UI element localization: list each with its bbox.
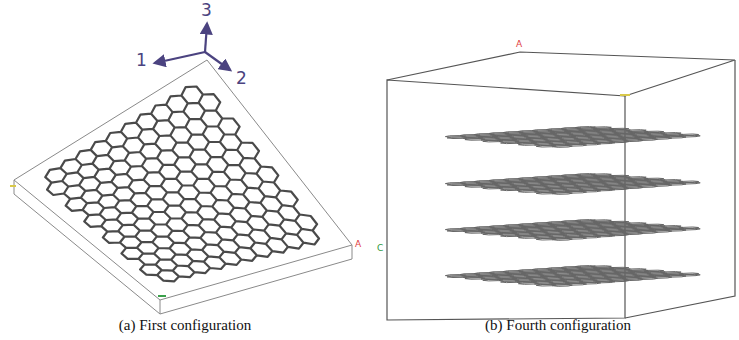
cell-box (387, 52, 735, 320)
cell-box (14, 60, 352, 314)
axis-label: 1 (136, 52, 147, 69)
axis-triad (155, 24, 230, 70)
corner-mark (10, 185, 16, 187)
graphene-layers (445, 127, 700, 287)
graphene-layer (445, 220, 700, 241)
corner-mark (620, 94, 630, 96)
axis-label: 2 (236, 70, 247, 87)
corner-label: A (355, 240, 361, 249)
corner-label: C (377, 244, 383, 253)
graphene-layer (445, 127, 700, 148)
subfigure-caption: (b) Fourth configuration (485, 318, 631, 333)
graphene-sheet (45, 87, 319, 282)
corner-label: A (516, 40, 522, 49)
graphene-sheet (45, 87, 319, 282)
corner-mark (158, 295, 166, 297)
graphene-layer (445, 266, 700, 287)
graphene-layer (445, 174, 700, 195)
subfigure-caption: (a) First configuration (119, 318, 251, 333)
axis-label: 3 (201, 2, 212, 19)
